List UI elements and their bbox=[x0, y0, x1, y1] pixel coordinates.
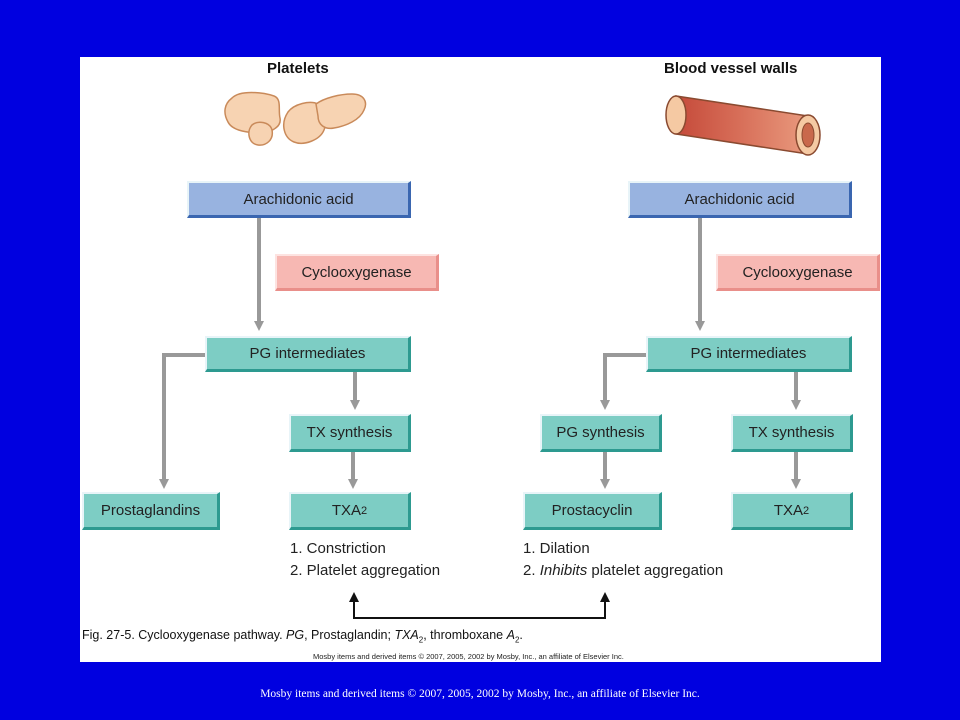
right-effect-2-prefix: 2. bbox=[523, 562, 540, 579]
caption-part3: , thromboxane bbox=[423, 628, 507, 642]
left-pg-intermediates-box: PG intermediates bbox=[205, 336, 411, 372]
blood-vessel-title: Blood vessel walls bbox=[664, 60, 798, 77]
left-txa2-subscript: 2 bbox=[361, 504, 368, 517]
right-pg-intermediates-box: PG intermediates bbox=[646, 336, 852, 372]
prostaglandins-box: Prostaglandins bbox=[82, 492, 220, 530]
bracket-arrowhead-left bbox=[349, 592, 359, 602]
bracket-arrowhead-right bbox=[600, 592, 610, 602]
left-arachidonic-acid-box: Arachidonic acid bbox=[187, 181, 411, 218]
left-tx-synthesis-box: TX synthesis bbox=[289, 414, 411, 452]
right-effect-2: 2. Inhibits platelet aggregation bbox=[523, 560, 723, 582]
arrow-left-intermediates-to-prostaglandins bbox=[159, 353, 207, 489]
pg-synthesis-box: PG synthesis bbox=[540, 414, 662, 452]
caption-txa: TXA bbox=[394, 628, 419, 642]
caption-pg: PG bbox=[286, 628, 305, 642]
figure-caption: Fig. 27-5. Cyclooxygenase pathway. PG, P… bbox=[82, 628, 523, 645]
right-effect-2-italic: Inhibits bbox=[539, 562, 588, 579]
panel-copyright: Mosby items and derived items © 2007, 20… bbox=[313, 652, 624, 661]
right-txa2-label: TXA bbox=[773, 502, 804, 519]
right-arachidonic-acid-box: Arachidonic acid bbox=[628, 181, 852, 218]
right-tx-synthesis-box: TX synthesis bbox=[731, 414, 853, 452]
left-effect-1: 1. Constriction bbox=[290, 540, 386, 557]
platelets-illustration bbox=[224, 91, 367, 146]
caption-a-sub: 2 bbox=[514, 635, 520, 645]
opposing-effects-bracket bbox=[353, 600, 606, 619]
right-cyclooxygenase-box: Cyclooxygenase bbox=[716, 254, 880, 291]
arrow-right-intermediates-to-pg-synthesis bbox=[600, 353, 648, 410]
left-txa2-label: TXA bbox=[331, 502, 362, 519]
left-effect-2: 2. Platelet aggregation bbox=[290, 562, 441, 579]
left-cyclooxygenase-box: Cyclooxygenase bbox=[275, 254, 439, 291]
right-effect-1: 1. Dilation bbox=[523, 540, 590, 557]
caption-part1: Fig. 27-5. Cyclooxygenase pathway. bbox=[82, 628, 287, 642]
caption-txa-sub: 2 bbox=[418, 635, 424, 645]
caption-part4: . bbox=[519, 628, 523, 642]
caption-a: A bbox=[506, 628, 515, 642]
prostacyclin-box: Prostacyclin bbox=[523, 492, 662, 530]
platelets-title: Platelets bbox=[267, 60, 329, 77]
right-effect-2-suffix: platelet aggregation bbox=[587, 562, 724, 579]
right-txa2-subscript: 2 bbox=[803, 504, 810, 517]
caption-part2: , Prostaglandin; bbox=[304, 628, 395, 642]
footer-copyright: Mosby items and derived items © 2007, 20… bbox=[260, 688, 700, 700]
blood-vessel-illustration bbox=[665, 95, 821, 156]
